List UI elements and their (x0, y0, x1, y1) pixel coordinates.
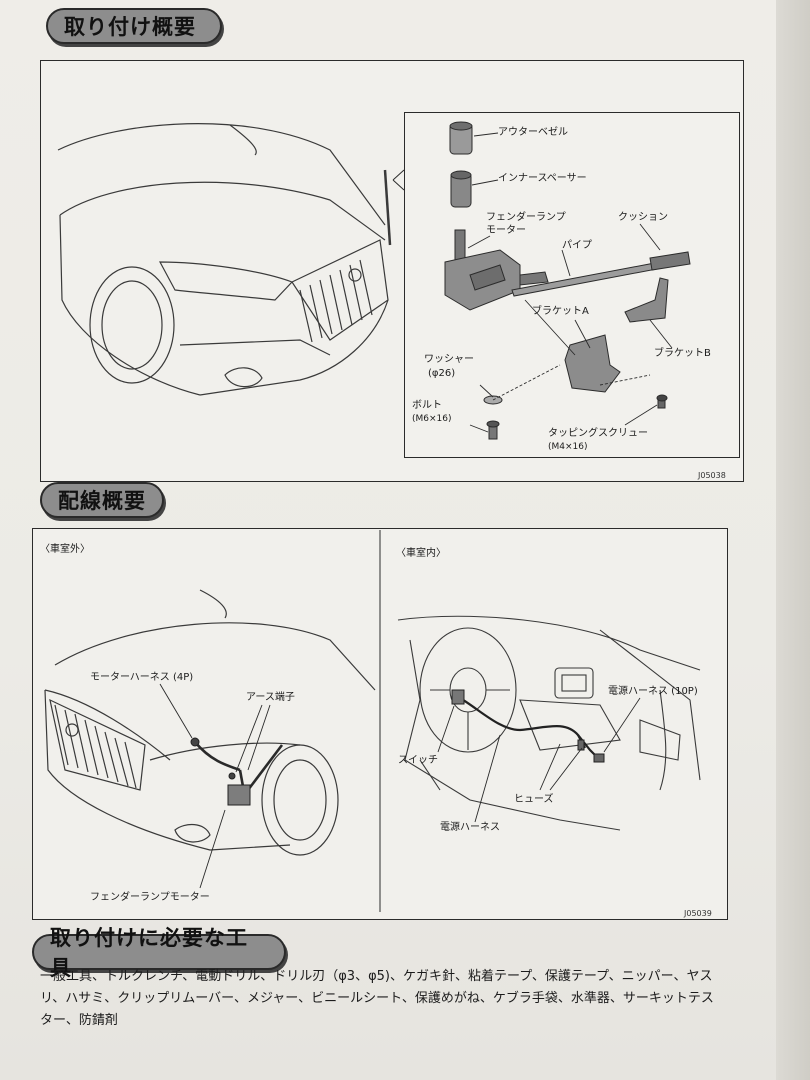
label-switch: スイッチ (398, 755, 438, 766)
required-tools-title: 取り付けに必要な工具 (50, 926, 248, 980)
figure-code-install: J05038 (698, 471, 726, 480)
label-fender-lamp-motor: フェンダーランプモーター (90, 892, 210, 903)
wiring-overview-heading: 配線概要 (40, 482, 164, 518)
label-power-harness: 電源ハーネス (440, 822, 500, 833)
label-bolt-size: (M6×16) (412, 414, 452, 424)
installation-overview-heading: 取り付け概要 (46, 8, 222, 44)
label-ground-terminal: アース端子 (246, 692, 295, 703)
required-tools-list: 一般工具、トルクレンチ、電動ドリル、ドリル刃（φ3、φ5)、ケガキ針、粘着テープ… (40, 969, 714, 1028)
label-pipe: パイプ (562, 240, 592, 251)
required-tools-heading: 取り付けに必要な工具 (32, 926, 286, 980)
label-outer-bezel: アウターベゼル (498, 127, 568, 138)
label-fender-lamp-motor-1: フェンダーランプ (486, 212, 566, 223)
label-fuse: ヒューズ (514, 794, 554, 805)
installation-overview-title: 取り付け概要 (64, 15, 196, 39)
label-washer-size: (φ26) (428, 368, 456, 379)
figure-code-wiring: J05039 (684, 909, 712, 918)
exterior-heading: 〈車室外〉 (40, 544, 90, 555)
label-washer: ワッシャー (424, 354, 474, 365)
label-bolt: ボルト (412, 400, 442, 411)
label-bracket-b: ブラケットB (654, 348, 711, 359)
label-tapping-screw-size: (M4×16) (548, 442, 588, 452)
label-inner-spacer: インナースペーサー (498, 173, 587, 184)
wiring-overview-title: 配線概要 (58, 489, 146, 513)
label-tapping-screw: タッピングスクリュー (548, 428, 648, 439)
label-fender-lamp-motor-2: モーター (486, 225, 526, 236)
label-bracket-a: ブラケットA (532, 306, 589, 317)
label-motor-harness: モーターハーネス (4P) (90, 672, 194, 683)
label-power-harness-10p: 電源ハーネス (10P) (608, 686, 698, 697)
interior-heading: 〈車室内〉 (396, 548, 446, 559)
label-cushion: クッション (618, 212, 668, 223)
page-edge (776, 0, 810, 1080)
